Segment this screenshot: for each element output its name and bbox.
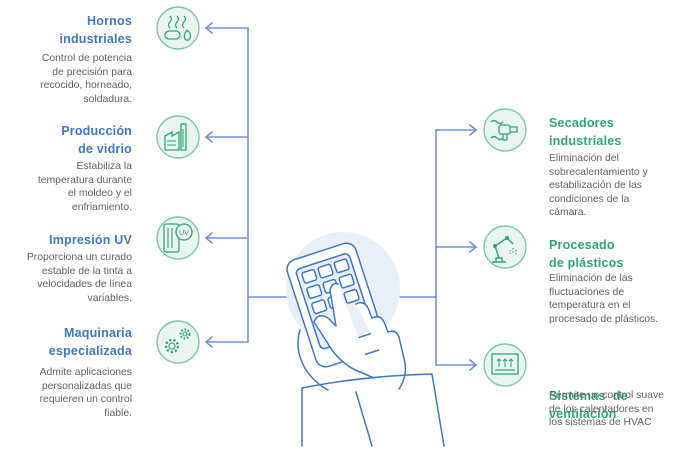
robot-arm-icon: [483, 225, 527, 269]
ventilation-icon: [483, 343, 527, 387]
connector-lines: [204, 22, 478, 371]
svg-text:UV: UV: [179, 230, 189, 237]
dryer-icon: [483, 108, 527, 152]
hand-tablet-illustration: [286, 232, 445, 447]
title-impresion-uv: Impresión UV: [49, 233, 132, 247]
diagram-canvas: UV: [156, 6, 527, 447]
furnace-icon: [156, 6, 200, 50]
glass-factory-icon: [156, 115, 200, 159]
uv-printer-icon: UV: [156, 216, 200, 260]
gears-icon: [156, 320, 200, 364]
